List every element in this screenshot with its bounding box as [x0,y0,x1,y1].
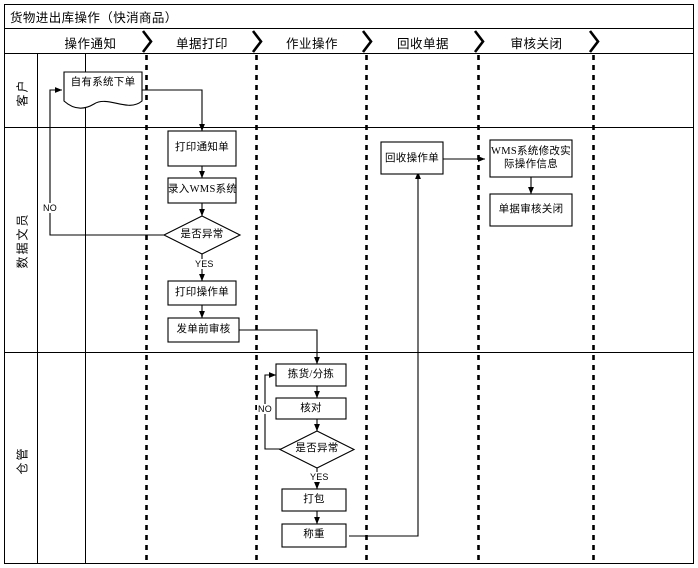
node-label-decision-1: 是否异常 [180,229,224,240]
node-shape-wms-modify [489,139,573,178]
phase-label-document-print: 单据打印 [175,37,228,51]
node-label-wms-modify-line1: WMS系统修改实 [491,146,571,157]
node-label-pre-audit: 发单前审核 [176,324,231,335]
node-label-enter-wms: 录入WMS系统 [168,184,238,195]
edge-label-no-2: NO [257,404,273,414]
edge-decision1-no [49,87,165,236]
node-label-pick: 拣货/分拣 [287,369,335,380]
edge-label-yes-2: YES [309,472,330,482]
phase-chevrons [141,30,600,53]
phase-label-operation-notice: 操作通知 [64,37,117,51]
node-label-pack: 打包 [303,494,325,505]
edge-audit-pick [239,329,320,365]
node-label-audit-close: 单据审核关闭 [498,204,564,215]
edge-order-print [142,89,205,132]
node-label-recycle: 回收操作单 [385,153,439,164]
node-shape-check [275,397,347,420]
node-label-wms-modify-line2: 际操作信息 [504,159,558,170]
edge-label-yes-1: YES [194,259,215,269]
phase-dividers [145,55,595,563]
node-shape-decision-2 [278,430,356,469]
lane-label-data-clerk: 数据文员 [15,212,30,269]
edge-weigh-recycle [349,171,421,537]
node-shape-print-notice [167,130,237,167]
lane-separators [4,126,694,354]
node-shape-decision-1 [162,215,242,255]
node-shape-pack [281,488,347,512]
node-label-print-notice: 打印通知单 [175,142,229,153]
phase-label-audit-close: 审核关闭 [510,37,563,51]
connectors [49,87,534,537]
edge-label-no-1: NO [42,203,58,213]
node-shape-audit-close [489,193,573,227]
node-shape-print-op [167,280,237,306]
node-label-order: 自有系统下单 [70,77,136,88]
node-shape-pick [275,363,347,387]
node-shape-recycle [380,141,444,175]
node-shape-weigh [281,523,347,548]
node-label-print-op: 打印操作单 [175,287,229,298]
diagram-title: 货物进出库操作（快消商品） [10,11,178,25]
node-label-decision-2: 是否异常 [295,443,339,454]
phase-label-recycle-document: 回收单据 [396,37,449,51]
node-label-weigh: 称重 [303,529,325,540]
phase-label-job-operation: 作业操作 [285,37,338,51]
node-shape-pre-audit [167,317,240,343]
lane-label-divider [37,53,86,564]
lane-label-customer: 客户 [15,78,30,107]
node-shape-order [63,71,143,109]
lane-label-warehouse: 仓管 [15,446,30,475]
node-shape-enter-wms [167,177,237,204]
node-label-check: 核对 [300,403,322,414]
